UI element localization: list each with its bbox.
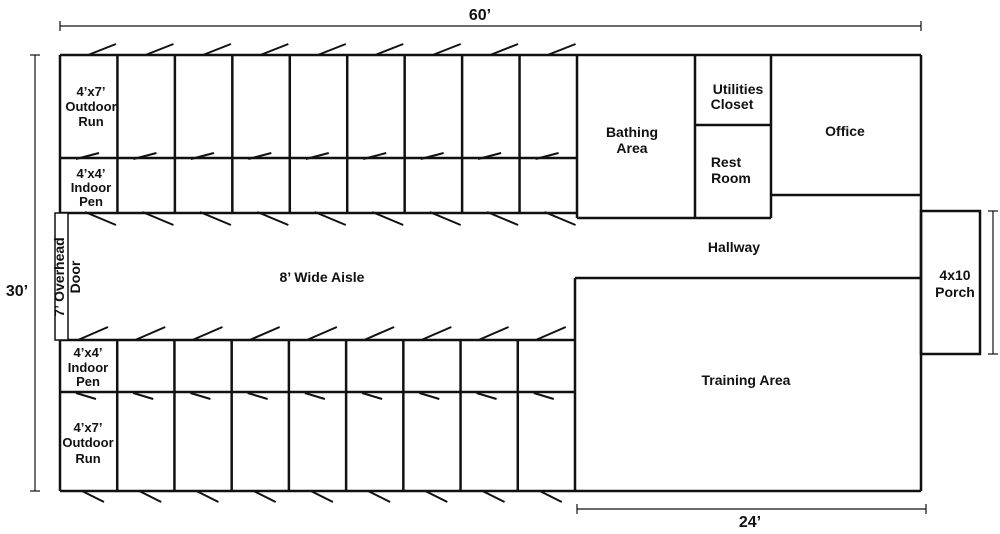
- gate-swing-mark: [132, 392, 154, 400]
- hallway-label: Hallway: [708, 239, 760, 255]
- gate-swing-mark: [145, 43, 174, 56]
- gate-swing-mark: [476, 392, 497, 400]
- gate-swing-mark: [87, 43, 117, 56]
- dimension-training: 24’: [576, 504, 927, 531]
- gate-swing-mark: [317, 43, 347, 56]
- gate-swing-mark: [75, 392, 97, 400]
- utilities-label: Utilities: [713, 81, 764, 97]
- bottom-pen-label: 4’x4’: [74, 345, 103, 360]
- gate-swing-mark: [190, 392, 211, 400]
- gate-swing-mark: [547, 43, 576, 56]
- aisle-label: 8’ Wide Aisle: [280, 269, 365, 285]
- dimension-height: 30’: [6, 54, 40, 492]
- gate-swing-mark: [247, 392, 268, 400]
- gate-swing-mark: [81, 490, 105, 503]
- bathing-label: Area: [616, 140, 647, 156]
- gate-swing-mark: [482, 490, 506, 503]
- gate-swing-mark: [420, 326, 452, 341]
- rest-room-label: Room: [711, 170, 751, 186]
- top-pen-label: Indoor: [71, 180, 111, 195]
- gate-swing-mark: [192, 326, 223, 341]
- gate-swing-mark: [363, 326, 395, 341]
- bottom-pen-label: Pen: [76, 374, 100, 389]
- porch-label-line1: 4x10: [939, 267, 970, 283]
- bottom-pen-label: Indoor: [68, 360, 108, 375]
- gate-swing-mark: [306, 326, 338, 341]
- overhead-door-label: 7’ Overhead Door: [51, 237, 83, 316]
- height-label: 30’: [6, 283, 28, 300]
- top-pen-label: 4’x4’: [77, 166, 106, 181]
- gate-swing-mark: [202, 43, 232, 56]
- gate-swing-mark: [489, 43, 519, 56]
- bathing-label: Bathing: [606, 124, 658, 140]
- rest-room-label: Rest: [711, 154, 742, 170]
- gate-swing-mark: [253, 490, 277, 503]
- width-label: 60’: [469, 7, 491, 24]
- door-swing-marks: [75, 43, 576, 503]
- gate-swing-mark: [374, 43, 404, 56]
- gate-swing-mark: [259, 43, 289, 56]
- gate-swing-mark: [310, 490, 334, 503]
- gate-swing-mark: [419, 392, 440, 400]
- porch: [919, 209, 982, 356]
- dimension-width: 60’: [59, 7, 922, 31]
- top-run-label: Outdoor: [65, 99, 116, 114]
- gate-swing-mark: [535, 326, 567, 341]
- office-label: Office: [825, 123, 865, 139]
- top-run-label: Run: [78, 114, 103, 129]
- bottom-run-label: 4’x7’: [74, 420, 103, 435]
- door-label-line2: Door: [67, 260, 83, 293]
- utilities-label: Closet: [711, 96, 754, 112]
- gate-swing-mark: [367, 490, 391, 503]
- dimension-porch: [988, 210, 998, 355]
- top-run-label: 4’x7’: [77, 84, 106, 99]
- gate-swing-mark: [539, 490, 563, 503]
- gate-swing-mark: [432, 43, 462, 56]
- top-pen-label: Pen: [79, 194, 103, 209]
- walls: [58, 53, 923, 493]
- training-label: Training Area: [702, 372, 791, 388]
- gate-swing-mark: [249, 326, 281, 341]
- gate-swing-mark: [361, 392, 383, 400]
- porch-label-line2: Porch: [935, 284, 975, 300]
- training-width-label: 24’: [739, 514, 761, 531]
- gate-swing-mark: [77, 326, 109, 341]
- gate-swing-mark: [424, 490, 448, 503]
- gate-swing-mark: [138, 490, 162, 503]
- overhead-door[interactable]: [54, 212, 69, 341]
- gate-swing-mark: [478, 326, 509, 341]
- bottom-run-label: Outdoor: [62, 435, 113, 450]
- bottom-run-label: Run: [75, 451, 100, 466]
- gate-swing-mark: [533, 392, 555, 400]
- gate-swing-mark: [134, 326, 166, 341]
- gate-swing-mark: [195, 490, 219, 503]
- door-label-line1: 7’ Overhead: [51, 237, 67, 316]
- gate-swing-mark: [304, 392, 326, 400]
